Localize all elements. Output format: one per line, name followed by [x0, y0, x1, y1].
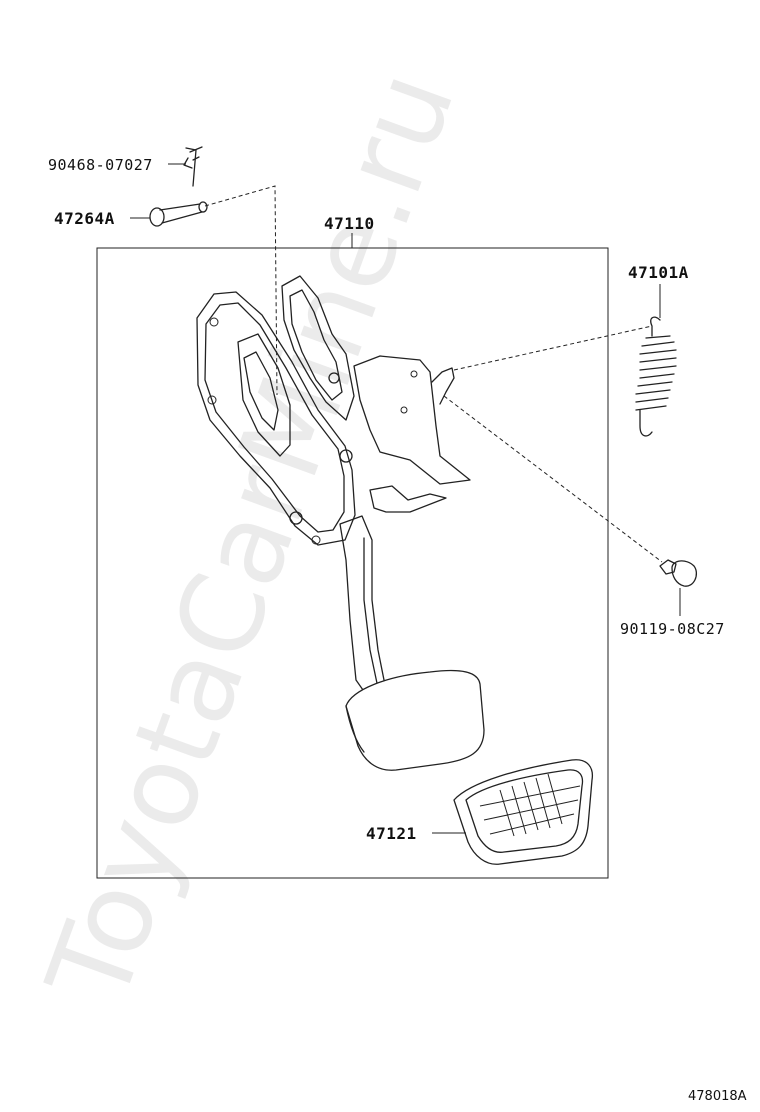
- spring-dashed-guide: [453, 325, 653, 371]
- spring-part[interactable]: [635, 316, 677, 437]
- assy-label[interactable]: 47110: [324, 214, 375, 233]
- pin-label[interactable]: 47264A: [54, 209, 115, 228]
- pedal-assembly[interactable]: [196, 275, 485, 771]
- stopper-label[interactable]: 90119-08C27: [620, 620, 725, 638]
- spring-label[interactable]: 47101A: [628, 263, 689, 282]
- diagram-code: 478018A: [688, 1089, 747, 1104]
- stopper-part[interactable]: [659, 559, 698, 587]
- pin-dashed-guide: [204, 185, 278, 396]
- pedal-pad-part[interactable]: [453, 759, 594, 865]
- clip-part[interactable]: [183, 146, 203, 187]
- stopper-dashed-guide: [443, 395, 663, 563]
- clip-label[interactable]: 90468-07027: [48, 156, 153, 174]
- pad-label[interactable]: 47121: [366, 824, 417, 843]
- watermark-text: ToyotaCarMine.ru: [23, 55, 480, 1020]
- pin-part[interactable]: [149, 201, 208, 227]
